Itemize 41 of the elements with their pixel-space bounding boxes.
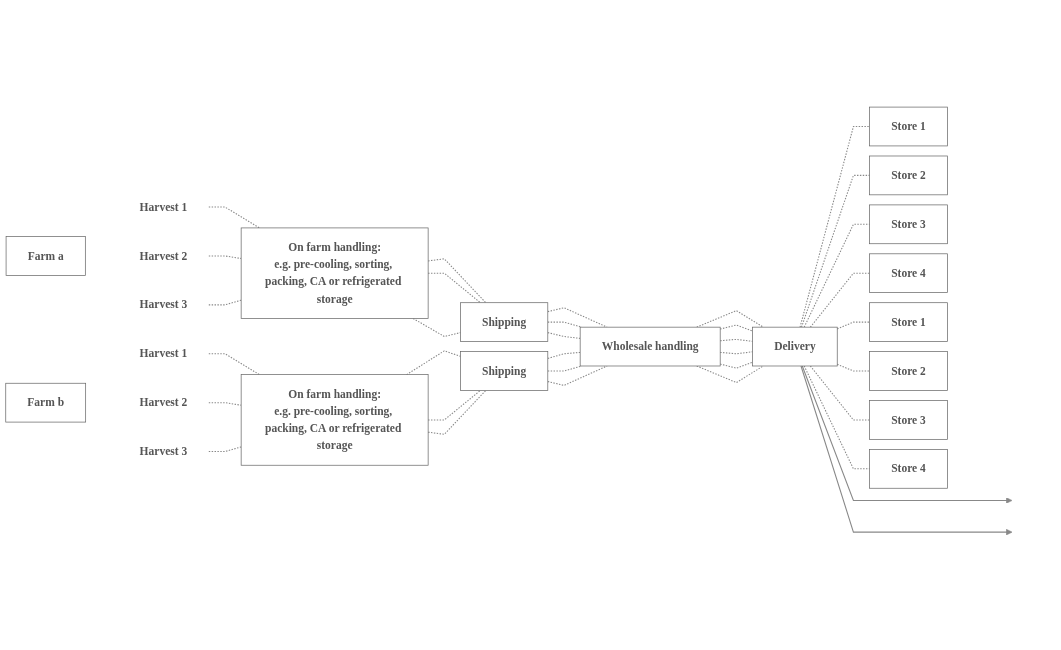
dotted-line (208, 402, 242, 406)
dotted-line (547, 321, 583, 328)
dotted-line (547, 332, 581, 339)
arrow (800, 365, 1013, 536)
dotted-line (836, 321, 871, 330)
node-box: Store 3 (869, 204, 948, 245)
node-box: Farm b (5, 382, 86, 423)
dotted-line (809, 272, 871, 328)
arrow (801, 365, 1013, 504)
dotted-line (836, 363, 871, 372)
node-box: Store 1 (869, 106, 948, 147)
node-box: Farm a (5, 236, 86, 276)
node-box: Store 1 (869, 302, 948, 342)
dotted-line (696, 310, 764, 328)
node-box: Delivery (752, 326, 838, 367)
node-text: Harvest 2 (139, 396, 188, 409)
node-box: Store 2 (869, 155, 948, 196)
node-box: On farm handling: e.g. pre-cooling, sorting, packing, CA or refrigerated storage (240, 227, 429, 319)
dotted-line (803, 223, 871, 328)
dotted-line (799, 125, 871, 328)
node-text: Harvest 2 (139, 249, 188, 262)
dotted-line (547, 365, 608, 386)
dotted-line (719, 324, 754, 332)
dotted-line (547, 365, 583, 372)
dotted-line (208, 255, 242, 260)
dotted-line (547, 351, 581, 359)
node-text: Harvest 3 (139, 445, 188, 458)
node-box: Store 3 (869, 400, 948, 440)
node-box: Store 2 (869, 351, 948, 391)
node-box: Shipping (460, 351, 549, 391)
dotted-line (547, 307, 608, 328)
node-text: Harvest 1 (139, 347, 188, 360)
node-box: Store 4 (869, 253, 948, 293)
node-box: Shipping (460, 302, 549, 342)
node-text: Harvest 1 (139, 200, 188, 213)
node-box: Store 4 (869, 449, 948, 489)
node-box: On farm handling: e.g. pre-cooling, sorting, packing, CA or refrigerated storage (240, 374, 429, 466)
node-text: Harvest 3 (139, 298, 188, 311)
node-box: Wholesale handling (579, 326, 721, 367)
dotted-line (803, 365, 871, 470)
dotted-line (809, 365, 871, 421)
